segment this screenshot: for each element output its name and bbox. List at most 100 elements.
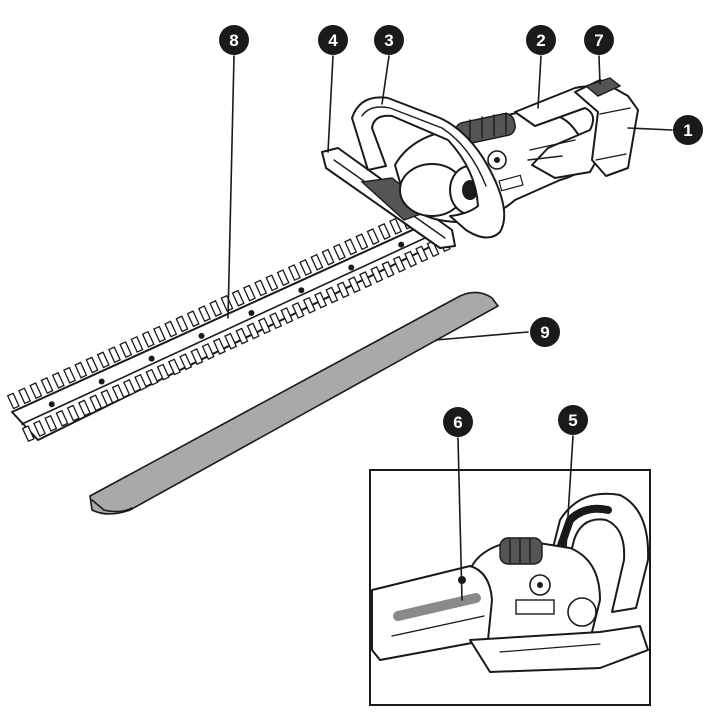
blade-tooth (74, 361, 88, 379)
leader-line-3 (381, 55, 390, 105)
callout-7: 7 (584, 25, 614, 55)
blade-tooth (85, 356, 99, 374)
blade-tooth (276, 269, 290, 287)
blade-tooth (325, 286, 339, 304)
blade-tooth (190, 348, 204, 366)
blade-rivets (48, 241, 405, 408)
blade-tooth (336, 281, 350, 299)
blade-rivet (148, 355, 155, 362)
blade-tooth (179, 353, 193, 371)
blade-tooth (156, 363, 170, 381)
blade-tooth (44, 414, 58, 432)
blade-tooth (186, 310, 200, 328)
blade-tooth (287, 264, 301, 282)
leader-line-7 (598, 55, 601, 85)
blade-tooth (96, 351, 110, 369)
blade-tooth (29, 382, 43, 400)
callout-5: 5 (558, 405, 588, 435)
blade-tooth (269, 312, 283, 330)
blade-tooth (152, 325, 166, 343)
blade-tooth (108, 346, 122, 364)
leader-line-6 (457, 437, 463, 601)
blade-tooth (404, 250, 418, 268)
blade-tooth (55, 409, 69, 427)
blade-tooth (145, 368, 159, 386)
blade-tooth (63, 366, 77, 384)
battery-pack (574, 77, 639, 177)
callout-9: 9 (530, 317, 560, 347)
callout-3: 3 (374, 25, 404, 55)
callout-2-label: 2 (536, 31, 545, 50)
blade-tooth (310, 253, 324, 271)
leader-line-4 (327, 55, 334, 153)
blade-tooth (111, 384, 125, 402)
blade-teeth-top (6, 202, 436, 410)
blade-tooth (381, 260, 395, 278)
blade-tooth (389, 217, 403, 235)
blade-tooth (332, 243, 346, 261)
blade-rivet (298, 287, 305, 294)
blade-tooth (314, 291, 328, 309)
blade-tooth (344, 238, 358, 256)
blade-tooth (141, 330, 155, 348)
blade-tooth (212, 337, 226, 355)
blade-tooth (370, 266, 384, 283)
blade-tooth (355, 233, 369, 251)
blade-tooth (122, 378, 136, 396)
leader-line-1 (627, 127, 673, 131)
blade-tooth (119, 341, 133, 359)
front-handle (351, 96, 506, 239)
blade-tooth (78, 399, 91, 417)
blade-tooth (209, 300, 223, 317)
blade-tooth (366, 228, 380, 246)
blade-tooth (167, 358, 181, 376)
blade-tooth (242, 284, 256, 302)
leader-line-9 (435, 331, 529, 341)
blade-rivet (48, 401, 55, 408)
callout-6-label: 6 (453, 413, 462, 432)
blade-tooth (164, 320, 178, 338)
blade-tooth (51, 371, 65, 389)
blade-tooth (392, 255, 406, 273)
blade-tooth (347, 276, 361, 294)
blade-rivet (248, 310, 255, 317)
blade-sheath (89, 291, 500, 515)
blade-tooth (89, 394, 103, 412)
blade-tooth (280, 307, 294, 325)
blade-tooth (359, 271, 373, 289)
callout-5-label: 5 (568, 411, 577, 430)
blade-tooth (21, 425, 35, 443)
blade-tooth (175, 315, 189, 333)
leader-lines (227, 55, 673, 601)
blade-rivet (198, 332, 205, 339)
blade-tooth (254, 279, 268, 297)
callout-6: 6 (443, 407, 473, 437)
blade-tooth (377, 222, 391, 240)
callout-8-label: 8 (229, 31, 238, 50)
callout-2: 2 (526, 25, 556, 55)
blade-tooth (321, 248, 335, 266)
blade-tooth (201, 343, 215, 360)
leader-line-5 (565, 435, 574, 549)
callout-4-label: 4 (328, 31, 338, 50)
blade-rivet (98, 378, 105, 385)
callout-4: 4 (318, 25, 348, 55)
blade-assembly (6, 202, 451, 443)
blade-tooth (100, 389, 114, 407)
blade-tooth (265, 274, 279, 292)
blade-tooth (302, 296, 316, 314)
leader-line-8 (227, 55, 235, 319)
callouts: 1 2 3 4 5 6 7 8 (219, 25, 703, 437)
callout-1: 1 (673, 115, 703, 145)
blade-tooth (224, 332, 238, 350)
blade-rivet (348, 264, 355, 271)
blade-tooth (220, 294, 234, 312)
blade-tooth (235, 327, 249, 345)
blade-tooth (246, 322, 260, 340)
leader-line-2 (537, 55, 542, 109)
blade-tooth (231, 289, 245, 307)
blade-tooth (66, 404, 80, 422)
blade-tooth (415, 245, 429, 263)
blade-tooth (134, 373, 148, 391)
